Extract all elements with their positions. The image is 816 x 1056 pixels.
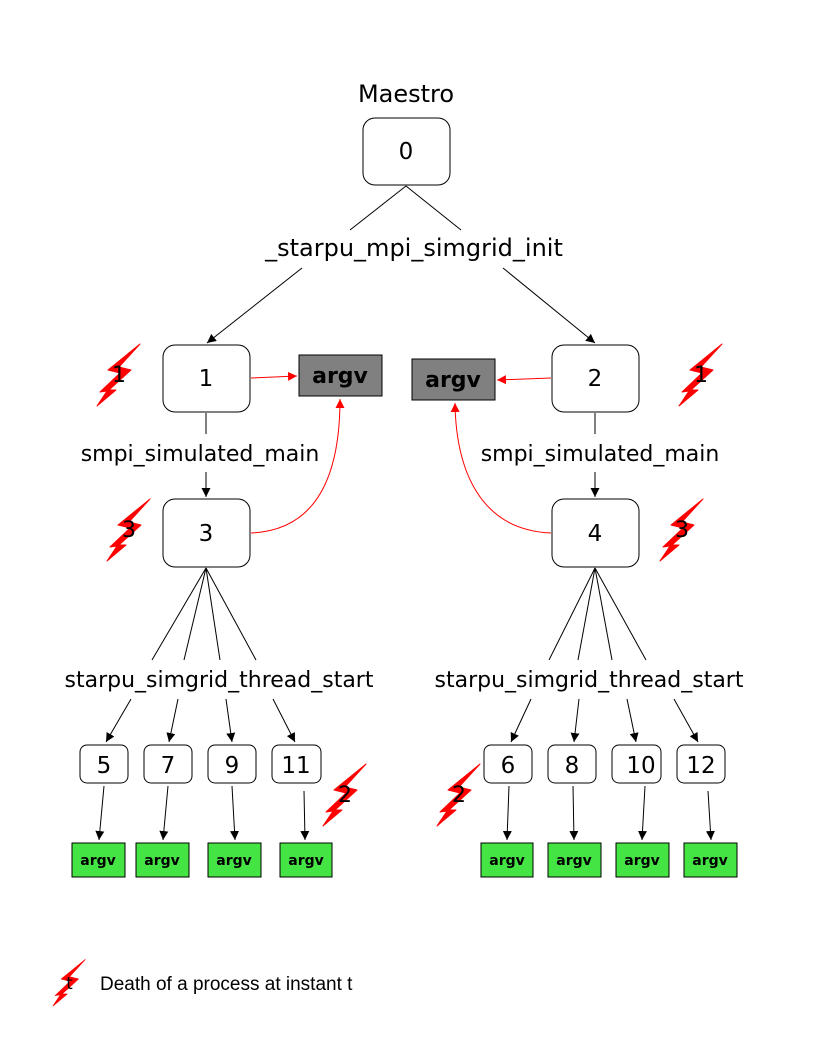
init-event-label: _starpu_mpi_simgrid_init — [264, 234, 563, 262]
edge-root-left — [349, 185, 407, 231]
node-label: 10 — [626, 753, 655, 779]
maestro-title: Maestro — [358, 80, 454, 108]
argv-label: argv — [288, 853, 324, 869]
node-label: 9 — [225, 753, 240, 779]
death-bolt-icon: 2 — [322, 763, 367, 827]
edge-thread-node7 — [166, 698, 179, 743]
argv-label: argv — [489, 853, 525, 869]
argv-label: argv — [80, 853, 116, 869]
argv-label: argv — [624, 853, 660, 869]
edge-node1-argv — [250, 371, 298, 381]
process-node-12: 12 — [676, 744, 726, 784]
process-node-2: 2 — [551, 344, 640, 413]
node-label: 3 — [199, 521, 214, 547]
argv-green-box-6: argv — [480, 842, 534, 878]
argv-label: argv — [425, 368, 481, 393]
argv-label: argv — [312, 364, 368, 389]
death-bolt-icon: 1 — [96, 343, 141, 407]
edge-thread-node11 — [272, 698, 296, 743]
edge-thread-node8 — [570, 698, 580, 743]
process-node-10: 10 — [611, 744, 662, 784]
death-instant-label: 2 — [452, 783, 466, 808]
argv-label: argv — [692, 853, 728, 869]
edge-node11-argv — [300, 790, 310, 841]
argv-green-box-12: argv — [683, 842, 738, 878]
death-instant-label: 1 — [694, 363, 708, 388]
thread-event-label-right: starpu_simgrid_thread_start — [435, 668, 744, 693]
edge-init-node2 — [502, 267, 596, 344]
process-node-11: 11 — [271, 744, 322, 784]
edge-node7-argv — [159, 785, 169, 841]
edge-thread-node10 — [626, 698, 639, 743]
process-node-1: 1 — [162, 344, 251, 413]
edge-thread-node5 — [105, 698, 132, 743]
edge-init-node1 — [206, 267, 303, 344]
argv-green-box-11: argv — [279, 842, 333, 878]
process-node-7: 7 — [143, 744, 193, 784]
process-node-6: 6 — [483, 744, 533, 784]
process-node-9: 9 — [207, 744, 257, 784]
death-bolt-icon: 2 — [436, 763, 481, 827]
fan-lines-right — [548, 567, 647, 661]
edge-node2-argv — [496, 375, 552, 385]
node-label: 11 — [281, 753, 310, 779]
death-bolt-icon: 1 — [678, 343, 723, 407]
argv-green-box-5: argv — [71, 842, 126, 878]
argv-green-box-9: argv — [207, 842, 262, 878]
main-event-label-left: smpi_simulated_main — [81, 442, 320, 467]
thread-event-label-left: starpu_simgrid_thread_start — [65, 668, 374, 693]
death-instant-label: 2 — [338, 783, 352, 808]
death-instant-label: 3 — [122, 518, 136, 543]
edge-node5-argv — [95, 785, 105, 841]
argv-label: argv — [216, 853, 252, 869]
node-label: 8 — [565, 753, 580, 779]
death-instant-label: 1 — [112, 363, 126, 388]
edge-node10-argv — [638, 785, 647, 841]
node-label: 2 — [588, 366, 603, 392]
legend-text: Death of a process at instant t — [100, 974, 353, 995]
node-label: 6 — [501, 753, 516, 779]
death-bolt-icon: 3 — [659, 498, 704, 562]
edge-root-right — [405, 185, 462, 231]
argv-box-left: argv — [298, 354, 383, 397]
legend-symbol-label: t — [66, 974, 73, 993]
argv-label: argv — [144, 853, 180, 869]
process-node-5: 5 — [79, 744, 129, 784]
node-label: 5 — [97, 753, 112, 779]
edge-thread-node9 — [225, 698, 236, 743]
argv-box-right: argv — [411, 358, 496, 401]
edge-node3-argv-shared — [250, 398, 345, 534]
edge-node6-argv — [502, 785, 512, 841]
argv-green-box-8: argv — [547, 842, 602, 878]
legend: t Death of a process at instant t — [52, 959, 353, 1007]
death-bolt-icon: 3 — [106, 498, 151, 562]
edge-thread-node6 — [510, 698, 532, 743]
edge-node8-argv — [569, 785, 579, 841]
node-label: 12 — [686, 753, 715, 779]
process-node-4: 4 — [551, 498, 640, 568]
process-node-3: 3 — [162, 498, 251, 568]
argv-label: argv — [556, 853, 592, 869]
edge-node12-argv — [705, 790, 715, 841]
death-bolt-icon: t — [52, 959, 86, 1007]
edge-node9-argv — [230, 785, 239, 841]
process-node-8: 8 — [547, 744, 597, 784]
death-instant-label: 3 — [675, 518, 689, 543]
node-label: 0 — [399, 139, 414, 165]
node-label: 4 — [588, 521, 603, 547]
process-node-0: 0 — [362, 117, 451, 186]
argv-green-box-7: argv — [135, 842, 190, 878]
main-event-label-right: smpi_simulated_main — [481, 442, 720, 467]
node-label: 1 — [199, 366, 214, 392]
edge-thread-node12 — [673, 698, 699, 743]
fan-lines-left — [151, 567, 257, 661]
node-label: 7 — [161, 753, 176, 779]
argv-green-box-10: argv — [615, 842, 670, 878]
edge-node4-argv-shared — [450, 402, 552, 534]
